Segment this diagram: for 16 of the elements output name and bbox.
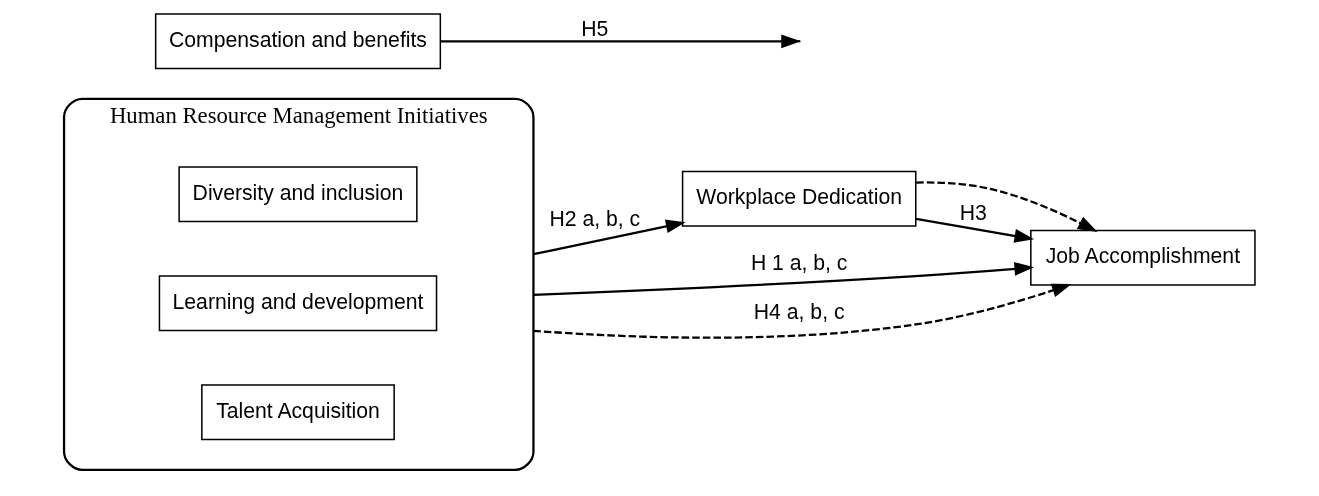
edge-label: H4 a, b, c xyxy=(753,299,845,323)
edge-label: H5 xyxy=(581,16,609,40)
node-box: Compensation and benefits xyxy=(154,13,442,70)
node-box: Talent Acquisition xyxy=(201,384,395,441)
arrow xyxy=(533,283,1072,339)
arrow xyxy=(916,181,1098,232)
edge-label: H3 xyxy=(959,201,987,225)
arrow xyxy=(533,219,686,256)
node-box: Job Accomplishment xyxy=(1030,229,1256,286)
node-box: Workplace Dedication xyxy=(681,170,917,227)
node-box: Diversity and inclusion xyxy=(178,166,418,223)
arrow xyxy=(533,262,1035,297)
edge-label: H2 a, b, c xyxy=(549,207,641,231)
arrow xyxy=(915,217,1035,243)
node-box: Learning and development xyxy=(158,275,438,332)
edge-label: H 1 a, b, c xyxy=(750,251,848,275)
